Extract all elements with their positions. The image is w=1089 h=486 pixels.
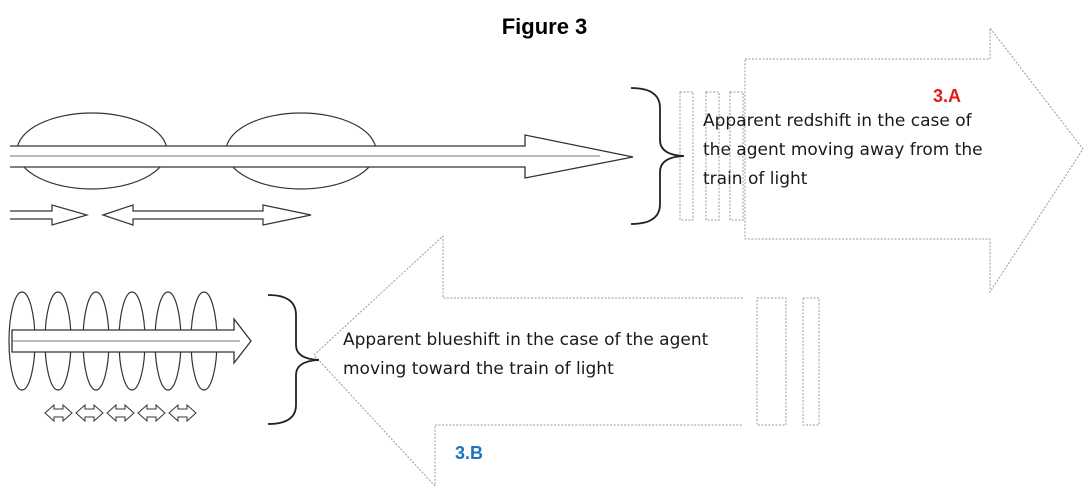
redshift-callout-arrow	[744, 26, 1084, 294]
blueshift-bar-1	[756, 297, 787, 426]
blueshift-description-line-1: Apparent blueshift in the case of the ag…	[343, 330, 709, 350]
blueshift-wavelength-arrow-2	[75, 403, 104, 423]
panel-b-label: 3.B	[455, 443, 484, 463]
redshift-panel	[10, 26, 1084, 294]
blueshift-wavelength-arrow-5	[168, 403, 197, 423]
redshift-description-line-1: Apparent redshift in the case of	[703, 111, 972, 131]
blueshift-bar-2	[802, 297, 820, 426]
blueshift-description: Apparent blueshift in the case of the ag…	[343, 326, 708, 384]
redshift-small-arrow-1	[10, 204, 90, 226]
blueshift-wavelength-arrow-1	[44, 403, 73, 423]
redshift-bar-2	[705, 91, 720, 221]
redshift-curly-brace	[630, 87, 685, 225]
blueshift-wavelength-arrow-4	[137, 403, 166, 423]
redshift-description-line-3: train of light	[703, 169, 808, 189]
redshift-bar-3	[729, 91, 744, 221]
figure-title: Figure 3	[501, 14, 588, 39]
redshift-description: Apparent redshift in the case of the age…	[703, 107, 983, 194]
blueshift-wavelength-arrow-3	[106, 403, 135, 423]
panel-a-label: 3.A	[933, 86, 962, 106]
blueshift-panel	[8, 234, 820, 486]
redshift-wavelength-double-arrow	[101, 204, 312, 226]
blueshift-description-line-2: moving toward the train of light	[343, 359, 614, 379]
blueshift-curly-brace	[267, 294, 320, 425]
redshift-description-line-2: the agent moving away from the	[703, 140, 983, 160]
